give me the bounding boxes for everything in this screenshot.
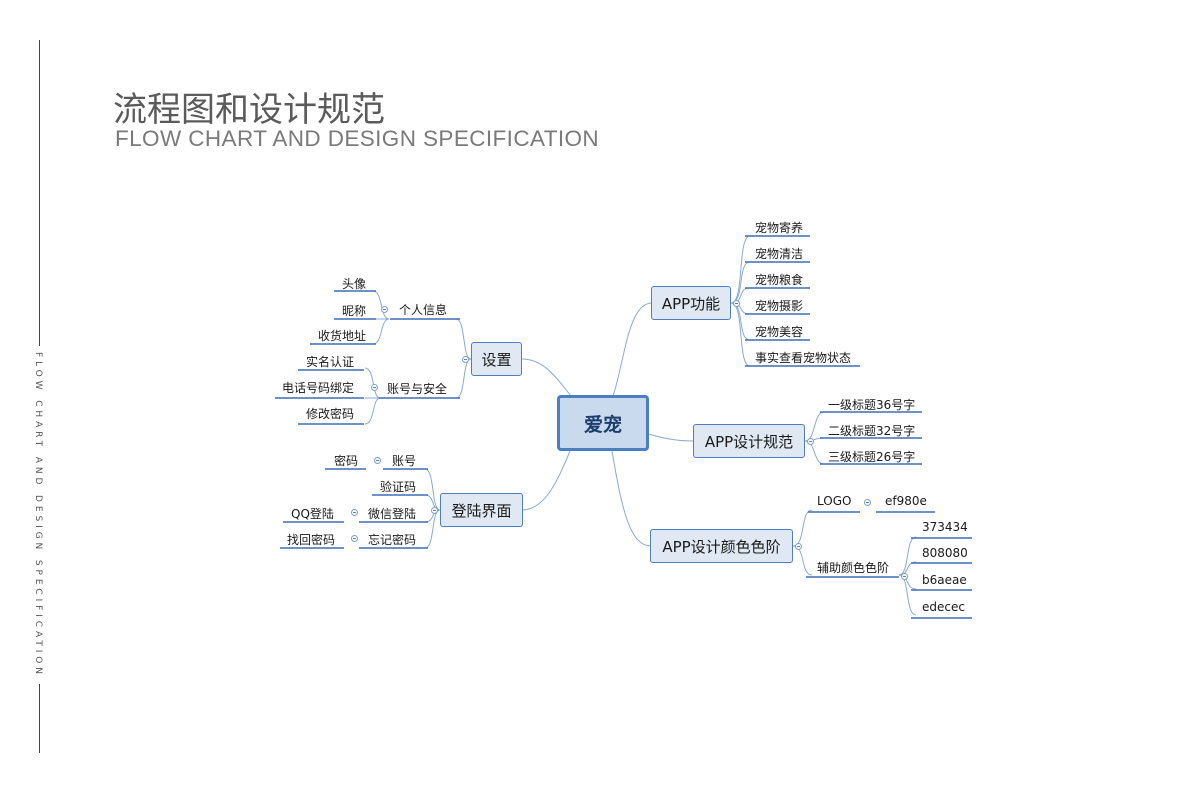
collapse-toggle-icon[interactable]: [864, 499, 871, 506]
spec-item[interactable]: 二级标题32号字: [828, 424, 916, 438]
feature-item[interactable]: 宠物摄影: [755, 299, 804, 313]
personal-info-item[interactable]: 收货地址: [318, 329, 367, 343]
collapse-toggle-icon[interactable]: [371, 384, 378, 391]
personal-info-item[interactable]: 昵称: [342, 304, 367, 318]
collapse-toggle-icon[interactable]: [795, 543, 802, 550]
login-password-item[interactable]: 密码: [334, 454, 359, 468]
logo-color-value[interactable]: ef980e: [885, 494, 927, 508]
feature-item[interactable]: 宠物粮食: [755, 273, 804, 287]
collapse-toggle-icon[interactable]: [374, 457, 381, 464]
collapse-toggle-icon[interactable]: [431, 507, 438, 514]
login-recover-item[interactable]: 找回密码: [287, 533, 336, 547]
account-security-item[interactable]: 实名认证: [306, 355, 355, 369]
page-title: 流程图和设计规范: [113, 90, 385, 130]
topic-app-colors[interactable]: APP设计颜色色阶: [650, 529, 793, 563]
feature-item[interactable]: 宠物清洁: [755, 247, 804, 261]
side-vertical-text: FLOW CHART AND DESIGN SPECIFICATION: [33, 346, 43, 684]
page-subtitle: FLOW CHART AND DESIGN SPECIFICATION: [115, 126, 600, 151]
account-security-item[interactable]: 电话号码绑定: [282, 381, 355, 395]
central-topic[interactable]: 爱宠: [557, 395, 649, 451]
login-wechat-label[interactable]: 微信登陆: [368, 507, 417, 521]
personal-info-label[interactable]: 个人信息: [399, 303, 448, 317]
login-account-label[interactable]: 账号: [392, 454, 417, 468]
collapse-toggle-icon[interactable]: [462, 356, 469, 363]
login-forgot-label[interactable]: 忘记密码: [368, 533, 417, 547]
collapse-toggle-icon[interactable]: [351, 535, 358, 542]
aux-color-value[interactable]: 808080: [922, 546, 968, 560]
login-qq-item[interactable]: QQ登陆: [291, 507, 334, 521]
spec-item[interactable]: 一级标题36号字: [828, 398, 916, 412]
account-security-label[interactable]: 账号与安全: [387, 382, 448, 396]
collapse-toggle-icon[interactable]: [351, 509, 358, 516]
personal-info-item[interactable]: 头像: [342, 277, 367, 291]
collapse-toggle-icon[interactable]: [807, 438, 814, 445]
aux-color-value[interactable]: 373434: [922, 520, 968, 534]
collapse-toggle-icon[interactable]: [901, 573, 908, 580]
account-security-item[interactable]: 修改密码: [306, 407, 355, 421]
feature-item[interactable]: 宠物美容: [755, 325, 804, 339]
login-verify-code[interactable]: 验证码: [380, 480, 417, 494]
collapse-toggle-icon[interactable]: [381, 306, 388, 313]
topic-app-design-spec[interactable]: APP设计规范: [693, 424, 805, 458]
aux-color-value[interactable]: edecec: [922, 600, 965, 614]
collapse-toggle-icon[interactable]: [733, 300, 740, 307]
topic-login[interactable]: 登陆界面: [440, 493, 523, 527]
spec-item[interactable]: 三级标题26号字: [828, 450, 916, 464]
aux-color-value[interactable]: b6aeae: [922, 573, 967, 587]
topic-app-features[interactable]: APP功能: [651, 286, 731, 320]
aux-colors-label[interactable]: 辅助颜色色阶: [817, 561, 890, 575]
logo-label[interactable]: LOGO: [817, 494, 852, 508]
feature-item[interactable]: 事实查看宠物状态: [755, 351, 852, 365]
feature-item[interactable]: 宠物寄养: [755, 221, 804, 235]
topic-settings[interactable]: 设置: [471, 342, 522, 376]
